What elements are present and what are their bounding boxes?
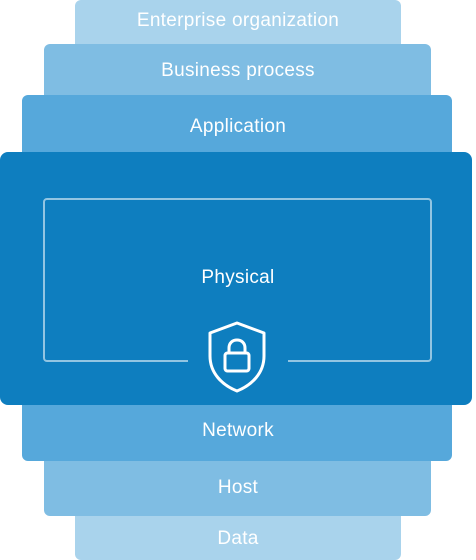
label-physical: Physical xyxy=(201,267,275,288)
label-business-process: Business process xyxy=(161,60,315,81)
label-data: Data xyxy=(217,528,259,549)
shield-lock-icon xyxy=(208,321,266,393)
label-network: Network xyxy=(202,420,274,441)
label-host: Host xyxy=(217,477,259,498)
label-application: Application xyxy=(189,116,287,137)
label-enterprise-organization: Enterprise organization xyxy=(136,10,340,31)
